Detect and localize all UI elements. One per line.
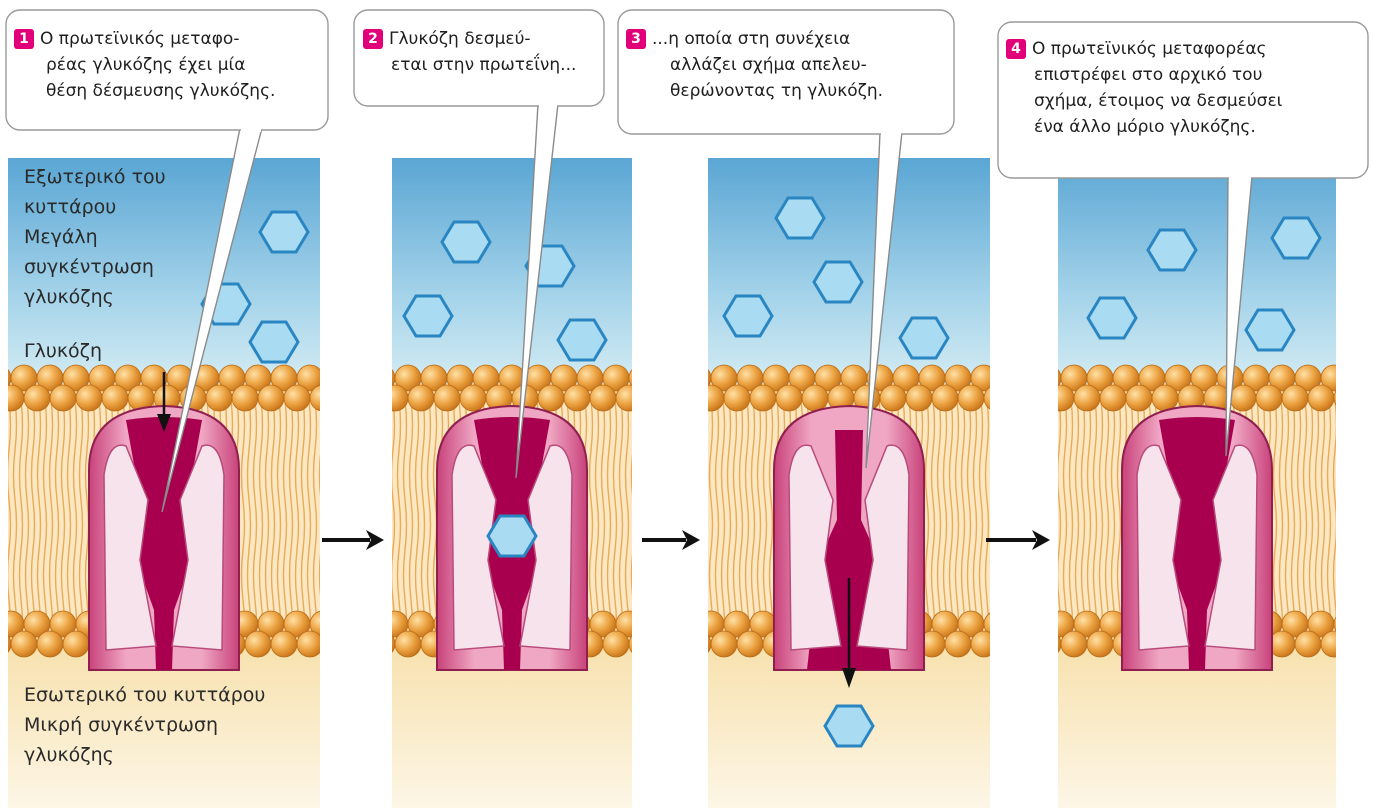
panel-4: [1035, 158, 1360, 808]
glucose-molecule-icon: [814, 262, 862, 302]
step-3-text-line-3: θερώνοντας τη γλυκόζη.: [626, 78, 946, 104]
step-1-badge: 1: [14, 29, 34, 49]
extracellular-label-line-2: κυττάρου: [24, 192, 166, 222]
bubble-joint: [881, 131, 901, 136]
step-4-text-line-1: Ο πρωτεϊνικός μεταφορέας: [1032, 39, 1267, 59]
glucose-molecule-icon: [776, 198, 824, 238]
glucose-molecule-icon: [1246, 310, 1294, 350]
transporter-protein: [89, 406, 239, 670]
extracellular-label-line-5: γλυκόζης: [24, 282, 166, 312]
step-3-badge: 3: [626, 29, 646, 49]
bubble-joint: [241, 127, 261, 132]
glucose-molecule-icon: [404, 296, 452, 336]
step-4-badge: 4: [1006, 39, 1026, 59]
intracellular-label-line-2: Μικρή συγκέντρωση: [24, 710, 265, 740]
extracellular-label: Εξωτερικό του κυττάρου Μεγάλη συγκέντρωσ…: [24, 162, 166, 312]
step-3-text-line-2: αλλάζει σχήμα απελευ-: [626, 52, 946, 78]
step-4-text-line-4: ένα άλλο μόριο γλυκόζης.: [1006, 114, 1366, 140]
step-3-callout: 3 ...η οποία στη συνέχεια αλλάζει σχήμα α…: [626, 26, 946, 104]
step-1-callout: 1 Ο πρωτεϊνικός μεταφο- ρέας γλυκόζης έχε…: [14, 26, 324, 104]
step-1-text-line-3: θέση δέσμευσης γλυκόζης.: [14, 78, 324, 104]
panel-2: [369, 158, 655, 808]
step-1-text-line-2: ρέας γλυκόζης έχει μία: [14, 52, 324, 78]
glucose-label: Γλυκόζη: [24, 336, 102, 366]
intracellular-label-line-1: Εσωτερικό του κυττάρου: [24, 680, 265, 710]
glucose-molecule-icon: [250, 322, 298, 362]
glucose-molecule-icon: [1088, 298, 1136, 338]
step-3-text-line-1: ...η οποία στη συνέχεια: [652, 29, 850, 49]
intracellular-label: Εσωτερικό του κυττάρου Μικρή συγκέντρωση…: [24, 680, 265, 770]
glucose-molecule-icon: [558, 320, 606, 360]
extracellular-label-line-1: Εξωτερικό του: [24, 162, 166, 192]
released-glucose-icon: [825, 706, 873, 746]
extracellular-label-line-3: Μεγάλη: [24, 222, 166, 252]
extracellular-space: [1058, 158, 1336, 392]
glucose-molecule-icon: [260, 212, 308, 252]
bubble-joint: [1229, 175, 1251, 180]
glucose-molecule-icon: [1148, 230, 1196, 270]
extracellular-label-line-4: συγκέντρωση: [24, 252, 166, 282]
step-2-text-line-2: εται στην πρωτεΐνη...: [363, 52, 603, 78]
intracellular-label-line-3: γλυκόζης: [24, 740, 265, 770]
bubble-joint: [539, 103, 557, 108]
bound-glucose-icon: [488, 516, 536, 556]
transporter-protein: [1122, 406, 1272, 670]
glucose-molecule-icon: [900, 318, 948, 358]
step-2-badge: 2: [363, 29, 383, 49]
step-2-text-line-1: Γλυκόζη δεσμεύ-: [389, 29, 531, 49]
step-2-callout: 2 Γλυκόζη δεσμεύ- εται στην πρωτεΐνη...: [363, 26, 603, 78]
step-4-text-line-2: επιστρέφει στο αρχικό του: [1006, 62, 1366, 88]
step-4-text-line-3: σχήμα, έτοιμος να δεσμεύσει: [1006, 88, 1366, 114]
step-4-callout: 4 Ο πρωτεϊνικός μεταφορέας επιστρέφει στο…: [1006, 36, 1366, 140]
glucose-molecule-icon: [442, 222, 490, 262]
glucose-molecule-icon: [724, 296, 772, 336]
panel-3: [685, 158, 1010, 808]
glucose-molecule-icon: [1272, 218, 1320, 258]
step-1-text-line-1: Ο πρωτεϊνικός μεταφο-: [40, 29, 239, 49]
